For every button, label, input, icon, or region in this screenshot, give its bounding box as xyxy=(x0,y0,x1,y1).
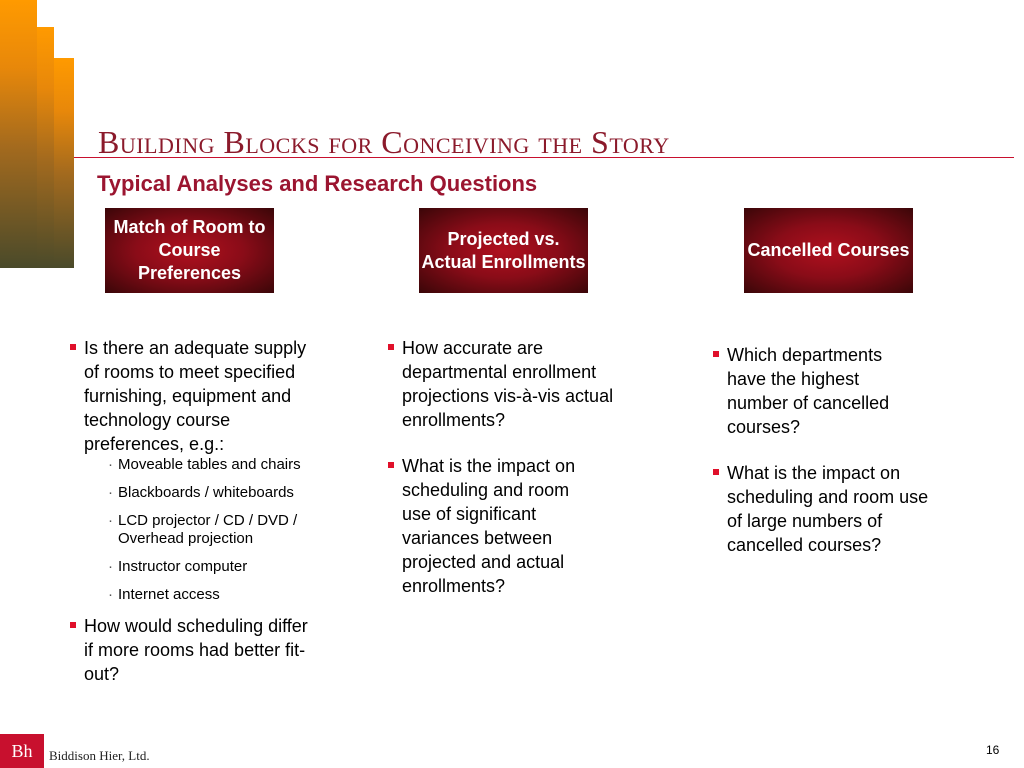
bullet-text: Is there an adequate supply of rooms to … xyxy=(84,338,307,454)
slide-title: Building Blocks for Conceiving the Story xyxy=(98,124,670,160)
bullet-text: How accurate are departmental enrollment… xyxy=(402,338,614,430)
page-number: 16 xyxy=(986,743,1000,757)
bullet-text: What is the impact on scheduling and roo… xyxy=(402,456,576,596)
title-divider xyxy=(74,157,1014,158)
company-logo: Bh xyxy=(0,734,44,768)
bullet-item: How would scheduling differ if more room… xyxy=(70,614,310,686)
sub-bullet-item: Instructor computer xyxy=(108,558,310,576)
sub-bullet-item: Internet access xyxy=(108,586,310,604)
bullet-item: Which departments have the highest numbe… xyxy=(713,343,922,439)
column-cancelled: Which departments have the highest numbe… xyxy=(713,343,943,579)
bullet-text: Which departments have the highest numbe… xyxy=(727,345,890,437)
decorative-bar-3 xyxy=(54,58,74,268)
sub-bullet-item: Moveable tables and chairs xyxy=(108,456,310,474)
company-name: Biddison Hier, Ltd. xyxy=(49,748,150,763)
decorative-bar-1 xyxy=(0,0,37,268)
column-header-cancelled: Cancelled Courses xyxy=(744,208,913,293)
bullet-text: How would scheduling differ if more room… xyxy=(84,616,308,684)
bullet-item: Is there an adequate supply of rooms to … xyxy=(70,336,310,604)
column-header-enrollments: Projected vs. Actual Enrollments xyxy=(419,208,588,293)
sub-bullet-item: Blackboards / whiteboards xyxy=(108,484,310,502)
decorative-bar-2 xyxy=(37,27,54,268)
column-enrollments: How accurate are departmental enrollment… xyxy=(388,336,623,620)
sub-bullet-item: LCD projector / CD / DVD / Overhead proj… xyxy=(108,512,338,548)
bullet-item: How accurate are departmental enrollment… xyxy=(388,336,623,432)
column-header-room-match: Match of Room to Course Preferences xyxy=(105,208,274,293)
bullet-item: What is the impact on scheduling and roo… xyxy=(388,454,602,598)
bullet-text: What is the impact on scheduling and roo… xyxy=(727,463,929,555)
slide-subtitle: Typical Analyses and Research Questions xyxy=(97,171,538,196)
bullet-item: What is the impact on scheduling and roo… xyxy=(713,461,943,557)
column-room-match: Is there an adequate supply of rooms to … xyxy=(70,336,310,708)
